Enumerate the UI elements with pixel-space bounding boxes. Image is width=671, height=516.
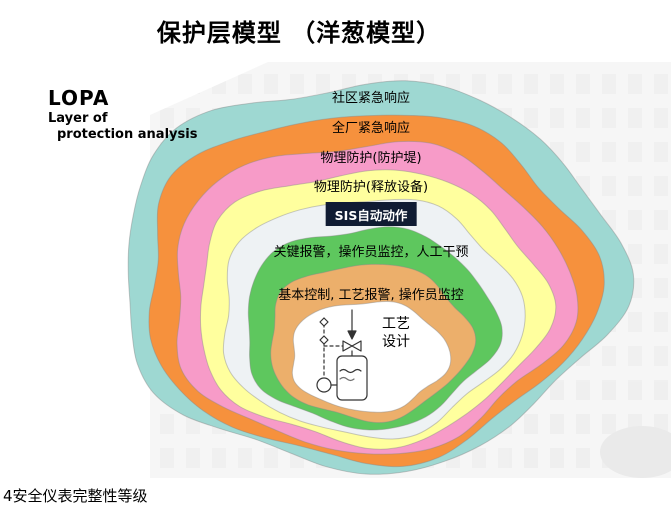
lopa-subtitle-line1: Layer of: [48, 111, 108, 126]
building-shrub: [600, 426, 671, 478]
layer-label-community-emergency-response: 社区紧急响应: [331, 91, 411, 106]
lopa-subtitle-line2: protection analysis: [57, 127, 198, 143]
layer-label-plant-emergency-response: 全厂紧急响应: [331, 121, 411, 136]
lopa-acronym: LOPA: [48, 86, 110, 110]
diamond-marker-1: [319, 317, 329, 327]
layer-label-physical-protection-relief-equipment: 物理防护(释放设备): [313, 180, 429, 195]
layer-label-sis-automatic-action: SIS自动动作: [325, 202, 417, 226]
layer-label-basic-control-process-alarm: 基本控制, 工艺报警, 操作员监控: [278, 288, 464, 303]
layer-label-critical-alarm-operator-intervention: 关键报警，操作员监控，人工干预: [273, 245, 469, 260]
lopa-heading: LOPA Layer of protection analysis: [48, 86, 197, 144]
layer-label-physical-protection-dike: 物理防护(防护堤): [320, 151, 422, 166]
process-sketch: [316, 309, 368, 401]
diamond-marker-2: [319, 335, 329, 345]
page-title: 保护层模型 （洋葱模型）: [156, 19, 442, 47]
footer-caption: 4安全仪表完整性等级: [3, 487, 148, 505]
arrow-down-icon: [347, 330, 357, 340]
liquid-line: [339, 368, 362, 374]
instrument-icon: [316, 377, 332, 393]
vessel-icon: [336, 355, 368, 401]
liquid-line-2: [339, 376, 355, 382]
layer-label-process-design: 工艺 设计: [382, 316, 410, 351]
